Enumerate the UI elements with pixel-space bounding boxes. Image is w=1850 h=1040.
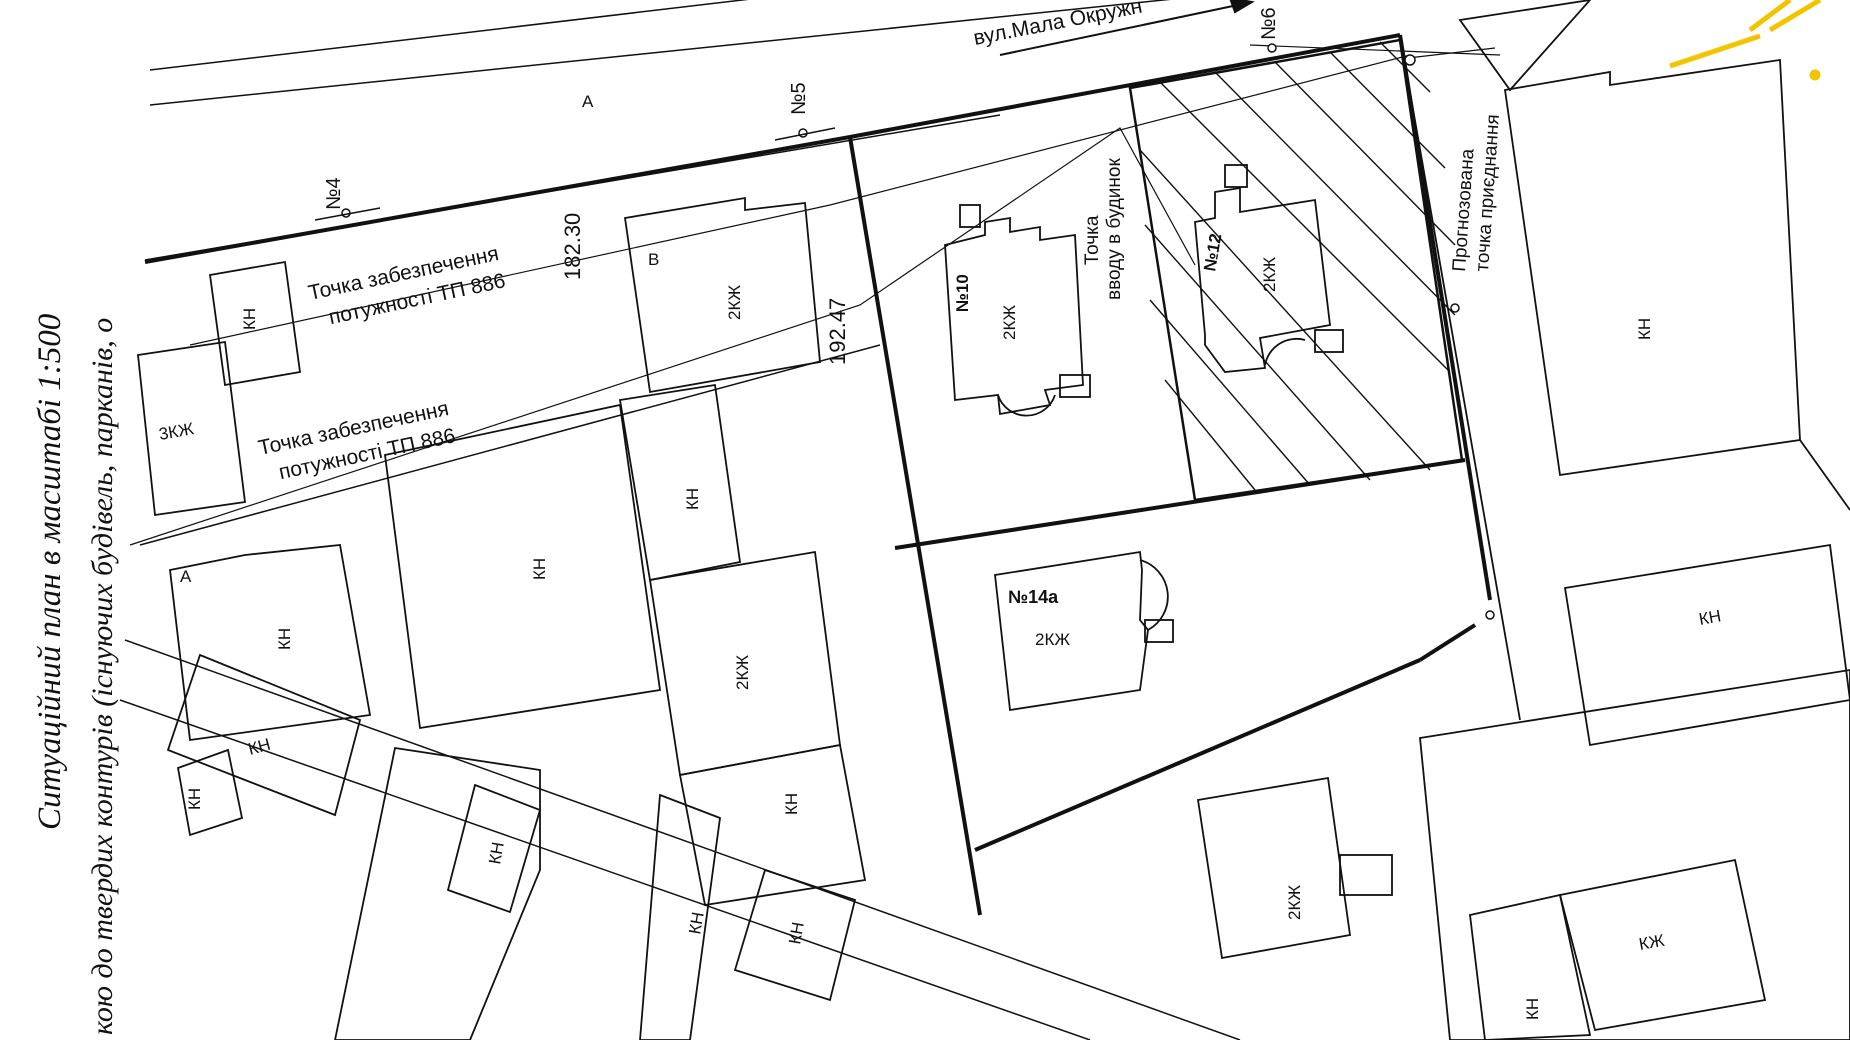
code-kn-b2: КН <box>685 911 708 936</box>
site-boundary <box>144 33 1492 916</box>
code-a-top: А <box>582 92 594 111</box>
pole-4-label: №4 <box>323 177 345 210</box>
code-kn-left: КН <box>275 628 294 650</box>
code-a-left: А <box>180 567 192 586</box>
connection-lines <box>129 44 1501 546</box>
code-v: В <box>648 250 659 269</box>
code-kzh-right: КЖ <box>1637 931 1666 954</box>
code-2kzh-lower: 2КЖ <box>1285 885 1304 920</box>
code-2kzh-1: 2КЖ <box>725 285 744 320</box>
code-2kzh-10: 2КЖ <box>1000 305 1019 340</box>
code-kn-lower-left: КН <box>246 735 272 759</box>
house-10-label: №10 <box>953 274 972 312</box>
code-2kzh-14a: 2КЖ <box>1035 630 1070 649</box>
code-kn-center: КН <box>530 558 549 580</box>
entry-point-line1: Точка <box>1082 215 1103 265</box>
code-2kzh-12: 2КЖ <box>1260 257 1279 292</box>
code-kn-mid-right: КН <box>1697 606 1722 629</box>
street-arrow <box>999 0 1255 56</box>
house-14a-label: №14а <box>1008 587 1059 607</box>
code-kn-bottom-mid: КН <box>782 793 801 815</box>
code-2kzh-mid: 2КЖ <box>733 655 752 690</box>
code-kn-tiny: КН <box>185 788 204 810</box>
plan-title-line2: кою до твердих контурів (існуючих будіве… <box>86 318 119 1035</box>
measurement-182: 182.30 <box>560 213 585 280</box>
pole-5-label: №5 <box>788 82 810 115</box>
code-kn-b3: КН <box>785 921 808 946</box>
highlight-mark <box>1669 0 1822 81</box>
code-kn-strip: КН <box>683 488 702 510</box>
code-kn-right: КН <box>1635 318 1654 340</box>
code-kn-bottom-right: КН <box>1523 998 1542 1020</box>
house-12-label: №12 <box>1200 232 1225 273</box>
code-3kzh: 3КЖ <box>157 419 195 444</box>
measurement-192: 192.47 <box>825 298 850 365</box>
code-kn-1: КН <box>240 308 259 330</box>
pole-6-label: №6 <box>1258 7 1280 40</box>
entry-point-line2: вводу в будинок <box>1104 158 1125 300</box>
connection-point-line2: точка приєднання <box>1472 114 1504 273</box>
building-outlines <box>137 0 1850 1040</box>
plan-title-line1: Ситуаційний план в масштабі 1:500 <box>32 313 68 830</box>
pole-markers <box>314 43 1495 620</box>
code-kn-b1: КН <box>485 841 508 866</box>
